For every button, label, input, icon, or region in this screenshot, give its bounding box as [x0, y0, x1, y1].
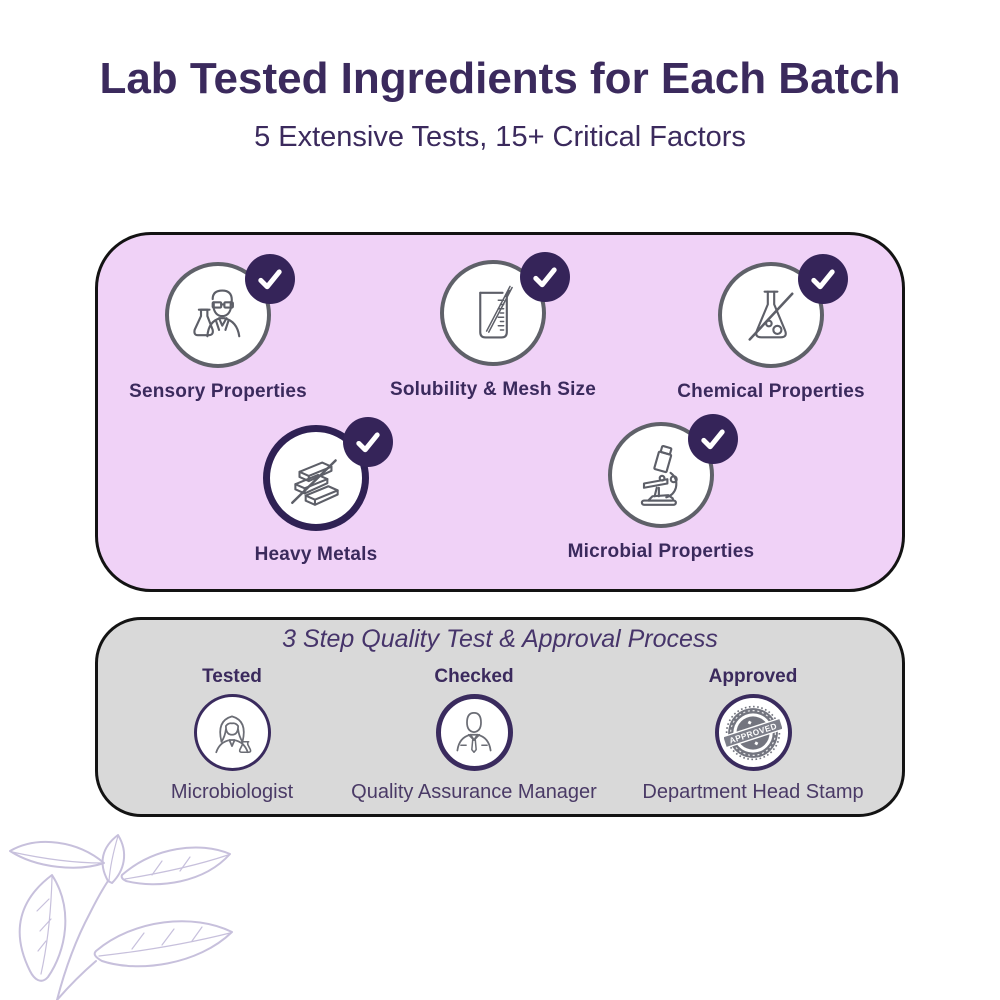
role-circle	[435, 694, 513, 771]
checkmark-icon	[811, 269, 835, 290]
chemical-flask-icon	[748, 290, 794, 341]
metal-ingots-icon	[291, 459, 339, 506]
process-step-checked: Checked Quality Assurance Manager	[324, 666, 624, 804]
test-item-heavy-metals: Heavy Metals	[186, 417, 446, 567]
step-name: Approved	[708, 666, 798, 687]
checkmark-icon	[533, 267, 557, 288]
beaker-icon	[479, 285, 513, 339]
checkmark-badge	[520, 252, 570, 302]
checkmark-badge	[688, 414, 738, 464]
microscope-icon	[640, 444, 678, 506]
role-label: Quality Assurance Manager	[351, 781, 597, 803]
test-item-solubility-mesh-size: Solubility & Mesh Size	[363, 252, 623, 402]
role-circle: APPROVED	[714, 694, 792, 771]
checkmark-badge	[343, 417, 393, 467]
step-name: Checked	[434, 666, 514, 687]
icon-wrap	[263, 417, 393, 531]
test-label: Microbial Properties	[567, 541, 755, 562]
process-step-approved: Approved APPROVED Department Head Stamp	[603, 666, 903, 804]
process-step-tested: Tested Microbiologist	[82, 666, 382, 804]
process-heading: 3 Step Quality Test & Approval Process	[282, 625, 718, 653]
icon-wrap	[165, 254, 295, 368]
test-label: Sensory Properties	[129, 381, 307, 402]
page-subtitle: 5 Extensive Tests, 15+ Critical Factors	[254, 121, 746, 153]
approved-stamp-icon: APPROVED	[724, 705, 782, 760]
leaf-sketch-decoration	[9, 834, 233, 1000]
checkmark-icon	[701, 429, 725, 450]
test-item-microbial-properties: Microbial Properties	[531, 414, 791, 564]
step-name: Tested	[202, 666, 262, 687]
test-label: Heavy Metals	[254, 544, 378, 565]
icon-wrap	[718, 254, 848, 368]
microbiologist-icon	[215, 715, 252, 753]
scientist-icon	[193, 289, 241, 338]
test-label: Chemical Properties	[677, 381, 865, 402]
icon-circle	[608, 422, 714, 528]
icon-circle	[440, 260, 546, 366]
test-item-sensory-properties: Sensory Properties	[88, 254, 348, 404]
qa-manager-icon	[456, 711, 492, 753]
test-label: Solubility & Mesh Size	[389, 379, 597, 400]
icon-wrap	[608, 414, 738, 528]
page-title: Lab Tested Ingredients for Each Batch	[99, 54, 901, 103]
checkmark-badge	[798, 254, 848, 304]
icon-wrap	[440, 252, 570, 366]
role-label: Microbiologist	[170, 781, 294, 803]
checkmark-badge	[245, 254, 295, 304]
role-label: Department Head Stamp	[642, 781, 864, 803]
test-item-chemical-properties: Chemical Properties	[641, 254, 901, 404]
checkmark-icon	[356, 432, 380, 453]
role-circle	[193, 694, 271, 771]
checkmark-icon	[258, 269, 282, 290]
